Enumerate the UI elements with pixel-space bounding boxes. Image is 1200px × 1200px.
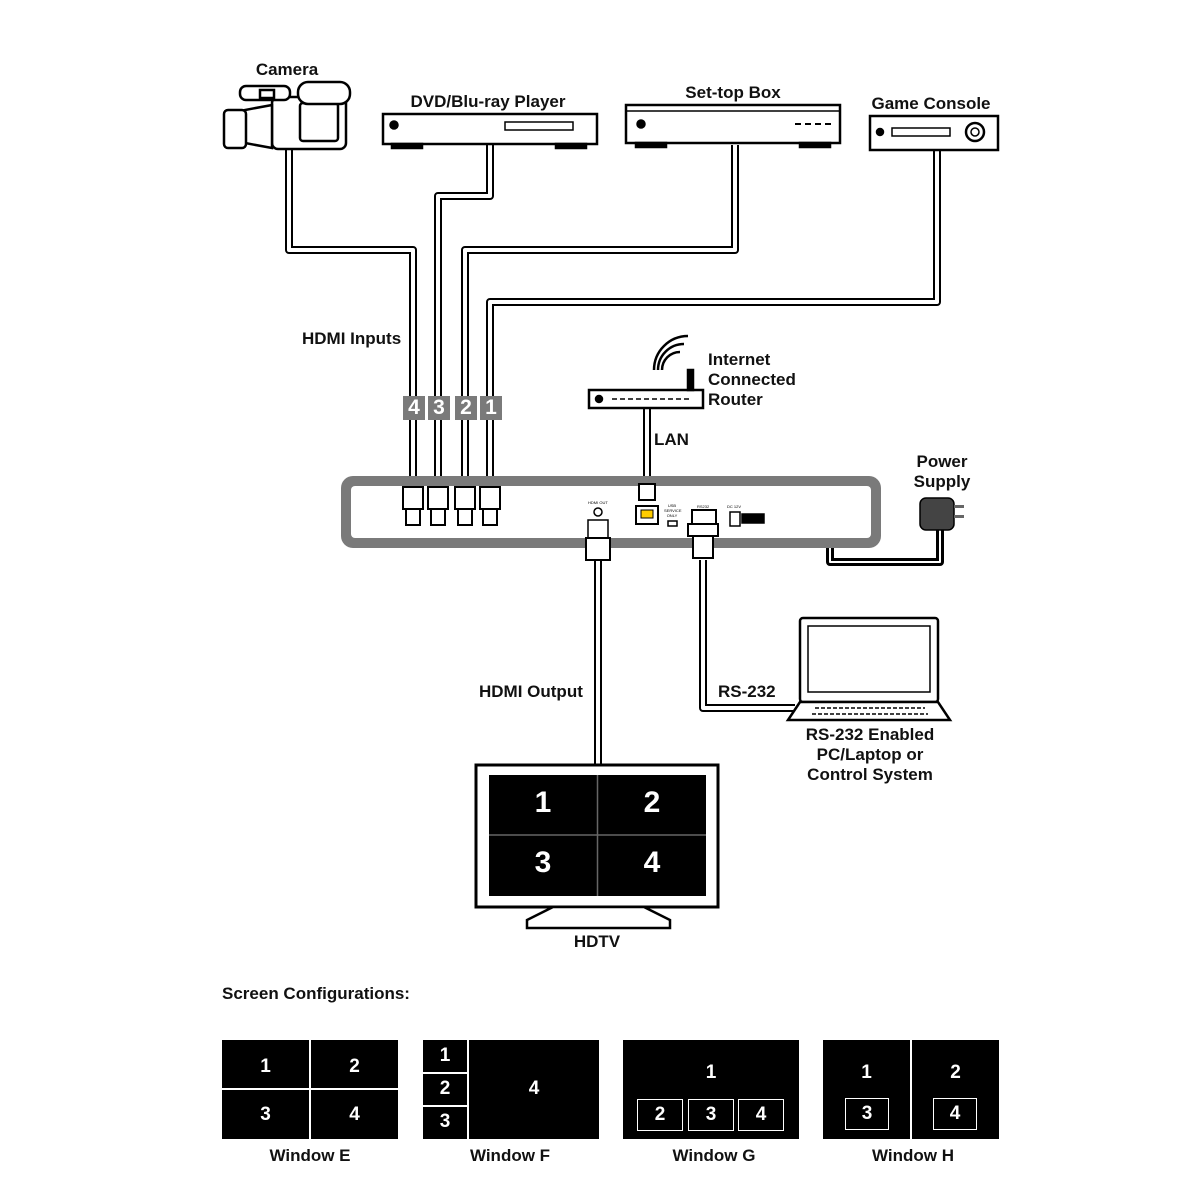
rs232-connector [687,509,719,559]
hdmi-out-panel-label: HDMI OUT [588,500,608,505]
pc-label-line: RS-232 Enabled [805,725,935,744]
hdmi-output-label: HDMI Output [479,682,583,701]
input-port-badge: 3 [428,396,450,420]
window-g-cell: 4 [738,1099,784,1131]
window-h-caption: Window H [872,1146,954,1165]
lan-connector [635,483,659,525]
game-console-icon [868,114,1000,152]
input-port-badge: 1 [480,396,502,420]
rs232-panel-label: RS232 [697,504,710,509]
window-e-caption: Window E [269,1146,351,1165]
window-e-diagram: 1 2 3 4 [222,1040,398,1139]
laptop-icon [785,616,953,722]
window-h-cell: 1 [861,1062,872,1083]
window-e-cell: 4 [349,1104,360,1125]
power-supply-label: Power Supply [914,452,971,492]
wifi-signal-icon [652,334,689,371]
window-f-cell: 4 [528,1078,540,1099]
dc-power-port [729,511,765,527]
router-label-line: Router [708,390,763,409]
window-f-cell: 2 [439,1078,451,1099]
window-e-cell: 2 [349,1056,360,1077]
pc-label-line: PC/Laptop or [816,745,924,764]
window-h-cell: 3 [845,1098,889,1130]
window-h-cell: 4 [933,1098,977,1130]
usb-port [667,520,678,527]
input-port-badge: 2 [455,396,477,420]
pc-label-line: Control System [807,765,933,784]
window-f-caption: Window F [469,1146,551,1165]
cables [285,145,944,765]
divider [467,1040,469,1139]
window-g-diagram: 1 2 3 4 [623,1040,799,1139]
game-console-label: Game Console [871,94,991,113]
divider [222,1088,398,1090]
tv-window-number: 2 [643,786,661,819]
window-g-cell: 3 [688,1099,734,1131]
divider [423,1105,467,1107]
power-supply-label-line: Power [916,452,968,471]
hdmi-inputs-label: HDMI Inputs [302,329,402,348]
usb-panel-label: USB SERVICE ONLY [664,503,682,518]
window-g-cell: 2 [637,1099,683,1131]
window-f-cell: 1 [439,1045,451,1066]
screen-config-heading: Screen Configurations: [222,984,410,1003]
lan-label: LAN [654,430,689,449]
divider [423,1072,467,1074]
dvd-player-icon [381,112,599,150]
window-g-cell: 1 [705,1062,717,1083]
router-label-line: Connected [708,370,796,389]
set-top-box-icon [624,103,842,149]
window-e-cell: 1 [260,1056,271,1077]
dc-panel-label: DC 12V [727,504,742,509]
camera-label: Camera [255,60,319,79]
router-label: Internet Connected Router [708,350,796,410]
hdtv-label: HDTV [573,932,621,951]
power-supply-label-line: Supply [913,472,971,491]
window-h-cell: 2 [950,1062,961,1083]
camera-icon [222,80,352,151]
hdmi-out-port [585,507,611,561]
pc-label: RS-232 Enabled PC/Laptop or Control Syst… [806,725,935,785]
router-icon [587,368,705,410]
tv-window-number: 4 [643,846,661,879]
window-e-cell: 3 [260,1104,271,1125]
window-f-diagram: 1 2 3 4 [423,1040,599,1139]
window-f-cell: 3 [439,1111,451,1132]
tv-window-number: 1 [534,786,552,819]
window-g-caption: Window G [672,1146,756,1165]
tv-window-number: 3 [534,846,552,879]
input-port-badge: 4 [403,396,425,420]
rs232-label: RS-232 [718,682,776,701]
dvd-player-label: DVD/Blu-ray Player [410,92,566,111]
router-label-line: Internet [708,350,771,369]
window-h-diagram: 1 2 3 4 [823,1040,999,1139]
hdtv-icon [474,763,720,930]
divider [910,1040,912,1139]
set-top-box-label: Set-top Box [685,83,781,102]
power-supply-icon [919,497,964,531]
hdmi-input-connectors [402,486,501,526]
